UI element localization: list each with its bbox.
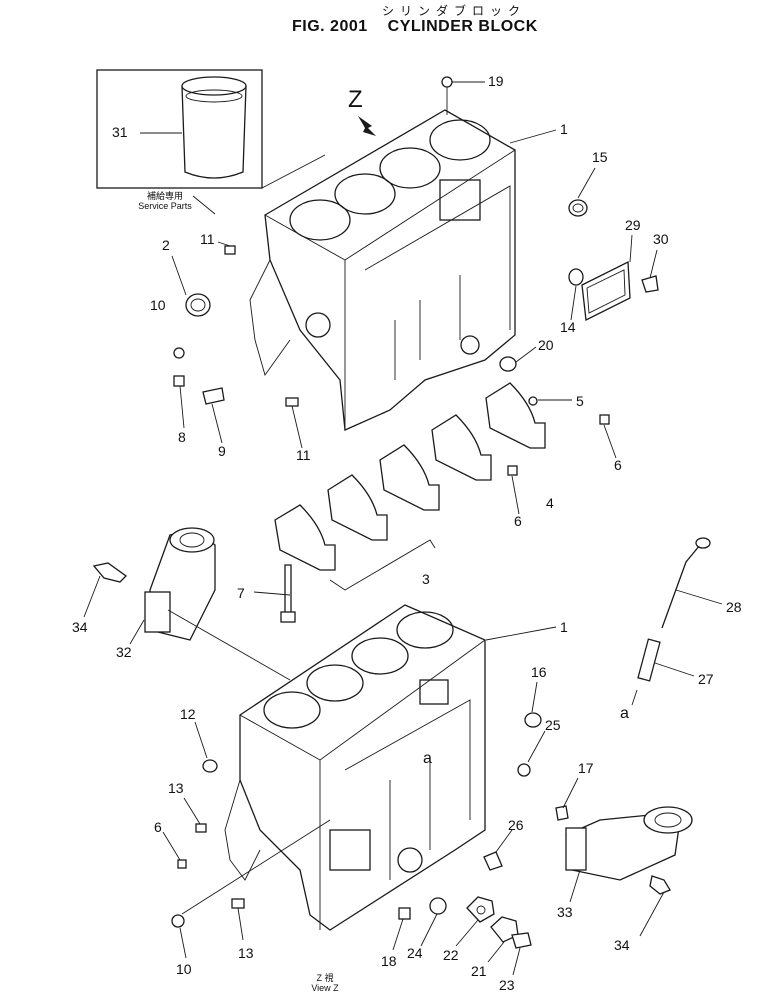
part-28-dipstick [661, 537, 711, 629]
callout-33: 33 [557, 904, 573, 920]
part-10-plug-b [171, 914, 185, 928]
part-34-bolt-a [92, 562, 127, 583]
view-z-english: View Z [311, 982, 339, 993]
part-12-plug [202, 759, 218, 773]
callout-26: 26 [508, 817, 524, 833]
cylinder-liner-31 [140, 76, 247, 179]
part-26-sensor [483, 851, 503, 871]
callout-32: 32 [116, 644, 132, 660]
part-25-plug [517, 763, 531, 777]
part-7-bolt [280, 564, 296, 623]
callout-13-lower: 13 [238, 945, 254, 961]
callout-12: 12 [180, 706, 196, 722]
part-21-cover [490, 916, 519, 943]
leader-lines [83, 81, 723, 976]
callout-31: 31 [112, 124, 128, 140]
part-11-pin-b [285, 397, 299, 407]
callout-8: 8 [178, 429, 186, 445]
callout-1-lower: 1 [560, 619, 568, 635]
service-parts-box [96, 69, 326, 215]
callout-13-upper: 13 [168, 780, 184, 796]
callout-24: 24 [407, 945, 423, 961]
part-13-pin-a [195, 823, 207, 833]
callout-7: 7 [237, 585, 245, 601]
callout-10-upper: 10 [150, 297, 166, 313]
part-18-plug [398, 907, 411, 920]
callout-16: 16 [531, 664, 547, 680]
part-24-seal [429, 897, 447, 915]
part-30-bolt [641, 275, 659, 293]
part-6-pin-b [507, 465, 518, 476]
callout-25: 25 [545, 717, 561, 733]
part-14-plug [568, 268, 584, 286]
part-29-gasket [581, 260, 631, 321]
part-9-bolt [202, 387, 225, 405]
callout-6-right: 6 [614, 457, 622, 473]
callout-17: 17 [578, 760, 594, 776]
part-15-seal [568, 199, 588, 217]
view-z-arrow [358, 116, 376, 136]
part-10-plug-a [173, 347, 185, 359]
callout-27: 27 [698, 671, 714, 687]
callout-9: 9 [218, 443, 226, 459]
callout-20: 20 [538, 337, 554, 353]
service-parts-label: 補給専用 Service Parts [120, 191, 210, 212]
callout-30: 30 [653, 231, 669, 247]
part-13-pin-b [231, 898, 245, 909]
service-parts-japanese: 補給専用 [146, 191, 183, 201]
callout-6-lower: 6 [154, 819, 162, 835]
figure-name: CYLINDER BLOCK [387, 18, 538, 35]
part-6-pin-a [599, 414, 610, 425]
part-20-plug [499, 356, 517, 372]
part-8-plug [173, 375, 185, 387]
part-11-pin-a [224, 245, 236, 255]
callout-5: 5 [576, 393, 584, 409]
callout-34-left: 34 [72, 619, 88, 635]
part-6-pin-c [177, 859, 187, 869]
part-27-guide [631, 638, 661, 706]
callout-29: 29 [625, 217, 641, 233]
callout-2: 2 [162, 237, 170, 253]
figure-title: FIG. 2001 CYLINDER BLOCK [292, 18, 558, 36]
part-19-plug [441, 76, 453, 115]
view-z-label: Z 視 View Z [290, 973, 360, 994]
title-japanese: シリンダブロック [382, 4, 527, 18]
callout-3: 3 [422, 571, 430, 587]
part-23-bolt [511, 932, 532, 949]
callout-28: 28 [726, 599, 742, 615]
figure-number: FIG. 2001 [292, 18, 368, 35]
service-parts-english: Service Parts [138, 200, 192, 211]
callout-22: 22 [443, 947, 459, 963]
cylinder-block-upper [249, 109, 516, 431]
part-34-bolt-b [649, 875, 671, 895]
part-33-support [565, 806, 693, 881]
part-32-support [144, 527, 216, 641]
view-z-letter: Z [348, 86, 363, 113]
callout-19: 19 [488, 73, 504, 89]
callout-15: 15 [592, 149, 608, 165]
callout-14: 14 [560, 319, 576, 335]
part-3-bearing-caps [274, 382, 546, 591]
reference-letter-a-block: a [423, 750, 432, 767]
part-2-seal [185, 293, 211, 317]
view-z-japanese: Z 視 [316, 973, 334, 983]
callout-21: 21 [471, 963, 487, 979]
part-22-gasket [466, 896, 495, 923]
reference-letter-a-dipstick: a [620, 705, 629, 722]
callout-10-lower: 10 [176, 961, 192, 977]
part-17-plug [555, 805, 569, 821]
part-5-plug [528, 396, 538, 406]
callout-11-upper: 11 [200, 231, 215, 247]
cylinder-block-lower [224, 604, 486, 931]
part-16-seal [524, 712, 542, 728]
callout-4: 4 [546, 495, 554, 511]
callout-11-lower: 11 [296, 447, 311, 463]
callout-18: 18 [381, 953, 397, 969]
callout-1-upper: 1 [560, 121, 568, 137]
callout-6-mid: 6 [514, 513, 522, 529]
callout-34-right: 34 [614, 937, 630, 953]
callout-23: 23 [499, 977, 515, 993]
